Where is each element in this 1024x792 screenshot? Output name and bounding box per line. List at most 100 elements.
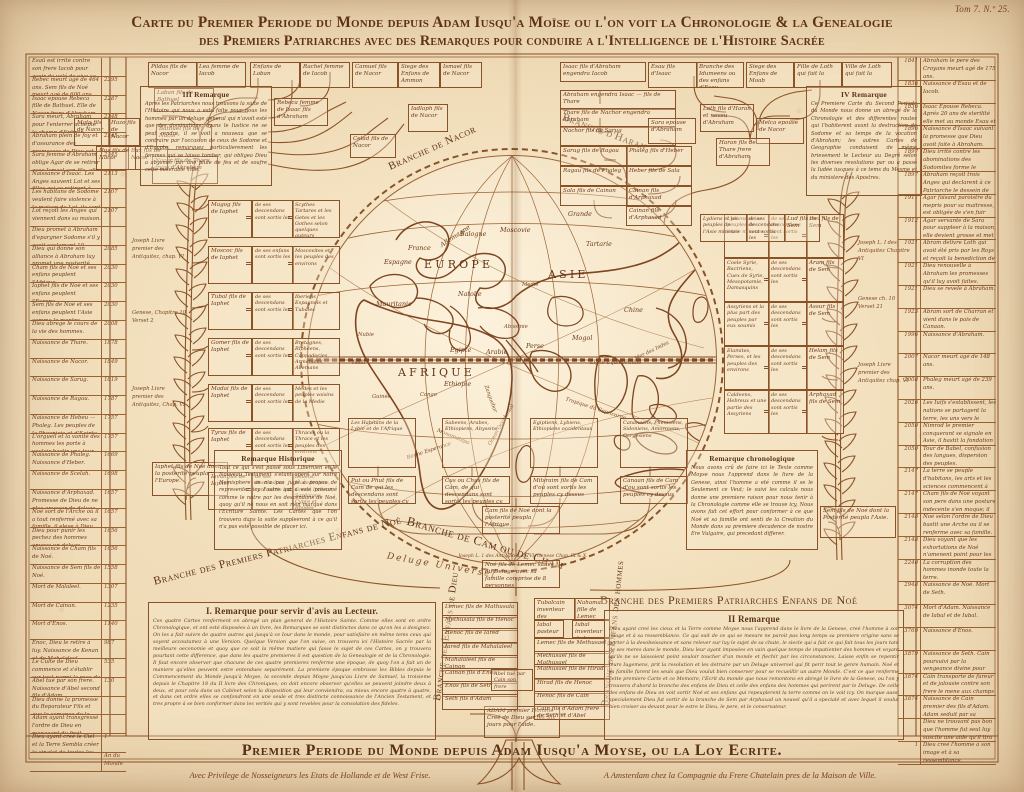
nacor-box-9: Hus fils de Nacor: [96, 146, 136, 170]
chron-left-text-17: Naissance de Sarug.: [30, 377, 102, 396]
chron-left-row[interactable]: Dieu ayant creé le Ciel et la Terre Semb…: [30, 734, 126, 753]
chron-left-row[interactable]: Naissance d'Isaac. Les Anges sauvent Lot…: [30, 170, 126, 190]
chron-left-row[interactable]: Iaphet fils de Noé et ses enfans peuplen…: [30, 283, 126, 303]
chron-left-row[interactable]: Naissance de Phaleg. Naissance d'Heber.1…: [30, 452, 126, 472]
chron-left-row[interactable]: Naissance de Cham fils de Noé.1656: [30, 546, 126, 566]
chron-left-row[interactable]: Mort de Malaleel.1307: [30, 583, 126, 603]
chron-left-row[interactable]: Dieu pour punir les pechez des hommes en…: [30, 527, 126, 547]
chron-left-row[interactable]: Naissance de Ragau.1787: [30, 396, 126, 415]
chron-left-row[interactable]: Isaac epouse Rebeca fille de Bathuel. El…: [30, 95, 126, 115]
chron-left-year-11: 2030: [104, 264, 118, 271]
chron-left-row[interactable]: Lot reçoit les Anges qui viennent dans s…: [30, 208, 126, 228]
chron-left-row[interactable]: Le Culte de Dieu commence et s'établir s…: [30, 659, 126, 678]
chron-left-row[interactable]: Les habitans de Sodome veulent faire vio…: [30, 189, 126, 209]
remark-chronologique-body: Nous avons crû de faire ici le Texte com…: [691, 465, 813, 538]
chron-left-row[interactable]: Abraham plein de foy et d'assurance des …: [30, 133, 126, 152]
chron-left-row[interactable]: Naissance de Hebeu — Phaleg. Les peuples…: [30, 414, 126, 434]
chron-left-row[interactable]: L'orgueil et la vanité des hommes les po…: [30, 433, 126, 453]
chron-left-row[interactable]: Mort d'Enos.1140: [30, 621, 126, 641]
chron-right-year-16: 2050: [904, 422, 918, 429]
enfans-de-dieu-box-3: Iared fils de Mahalaleel: [442, 641, 518, 658]
chron-left-row[interactable]: Dieu donne la promesse du Reparateur Fil…: [30, 696, 126, 716]
abraham-line-box-8: Cainan fils d'Arphaxad: [626, 186, 692, 206]
chron-left-row[interactable]: Naissance de Thare.1878: [30, 339, 126, 359]
ham-son-name-3: Canaan fils de Cam d'ou sont sortis les …: [620, 476, 688, 504]
chron-right-year-30: 1: [914, 741, 918, 748]
chron-left-year-19: 1757: [104, 414, 118, 421]
chron-left-text-33: Abel tué par son frere. Naissance d'Abel…: [30, 677, 102, 696]
chron-left-text-14: Dieu abrege le cours de la vie des homme…: [30, 320, 102, 339]
chronology-panel-left[interactable]: Esaü est irrité contre son frere Iacob p…: [30, 58, 126, 772]
japheth-son-mid-3: de ses descendans sont sortis les: [252, 338, 294, 376]
chron-left-row[interactable]: Esaü est irrité contre son frere Iacob p…: [30, 58, 126, 77]
chron-left-row[interactable]: An du Monde: [30, 752, 126, 772]
chron-left-row[interactable]: Dieu abrege le cours de la vie des homme…: [30, 320, 126, 340]
nacor-box-3: Rebeca femme de Isaac fils d'Abraham: [274, 98, 328, 126]
chron-left-row[interactable]: Abel tué par son frere. Naissance d'Abel…: [30, 677, 126, 697]
chron-left-row[interactable]: Naissance d'Arphaxad. Promesse de Dieu d…: [30, 489, 126, 509]
haran-box-asia: Lydiens et les peuples de l'Asie mineure: [700, 214, 748, 242]
ham-son-name-1: Cus ou Chus fils de Cam, de qui descenda…: [442, 476, 510, 504]
chron-left-year-29: 1235: [104, 602, 118, 609]
chron-left-row[interactable]: Naissance de Nacor.1849: [30, 358, 126, 378]
top-patriarch-box-5: Siege des Enfans de Ammon: [398, 62, 440, 88]
chron-left-row[interactable]: Cham fils de Noé et ses enfans peuplent …: [30, 264, 126, 284]
chron-left-row[interactable]: Sara meurt, Abraham pour l'enterrer ache…: [30, 114, 126, 134]
japheth-son-peoples-2: Iberiens Espagnols et Tubales: [292, 292, 340, 330]
chron-left-row[interactable]: Naissance de Sem fils de Noé.1558: [30, 565, 126, 584]
chron-left-row[interactable]: Adam ayant transgressé l'ordre de Dieu e…: [30, 715, 126, 735]
chron-left-row[interactable]: Mort de Cainan.1235: [30, 602, 126, 622]
chron-right-text-23: Naissance de Noé. Mort de Seth.: [920, 582, 996, 605]
chron-left-row[interactable]: Rebec meurt agé de 464 ans. Sem fils de …: [30, 76, 126, 96]
remark-i: I. Remarque pour servir d'avis au Lecteu…: [148, 602, 436, 740]
chron-right-row[interactable]: Dieu ne trouvant pas bon que l'homme fut…: [898, 719, 996, 742]
remark-iv-body: Ce Premiere Carte du Second Periode du M…: [811, 101, 917, 181]
chron-left-row[interactable]: Enoc, Dieu le retire à luy. Naissance de…: [30, 640, 126, 659]
chron-left-row[interactable]: Naissance de Sarug.1819: [30, 377, 126, 397]
chron-left-year-33: 130: [104, 677, 115, 684]
chron-left-row[interactable]: Dieu promet à Abraham d'epargner Sodome …: [30, 227, 126, 246]
chron-left-text-29: Mort de Cainan.: [30, 602, 102, 621]
japheth-link-a-4: [246, 400, 252, 403]
globe-inner-ring: [307, 155, 717, 565]
chron-left-row[interactable]: Noé sort de l'Arche où il a tout renferm…: [30, 508, 126, 528]
chron-left-row[interactable]: Sara femme d'Abraham oblige Agar de se r…: [30, 151, 126, 171]
chron-left-row[interactable]: Naissance de Scelah.1698: [30, 471, 126, 490]
chron-left-row[interactable]: Sem fils de Noé et ses enfans peuplent l…: [30, 302, 126, 321]
map-label-asie: ASIE: [548, 268, 589, 281]
chron-left-year-14: 2008: [104, 320, 118, 327]
abraham-line-box-cainan: Cainan fils d'Arphaxad: [626, 206, 692, 226]
chron-left-row[interactable]: Dieu qui donne son alliance à Abraham lu…: [30, 245, 126, 265]
